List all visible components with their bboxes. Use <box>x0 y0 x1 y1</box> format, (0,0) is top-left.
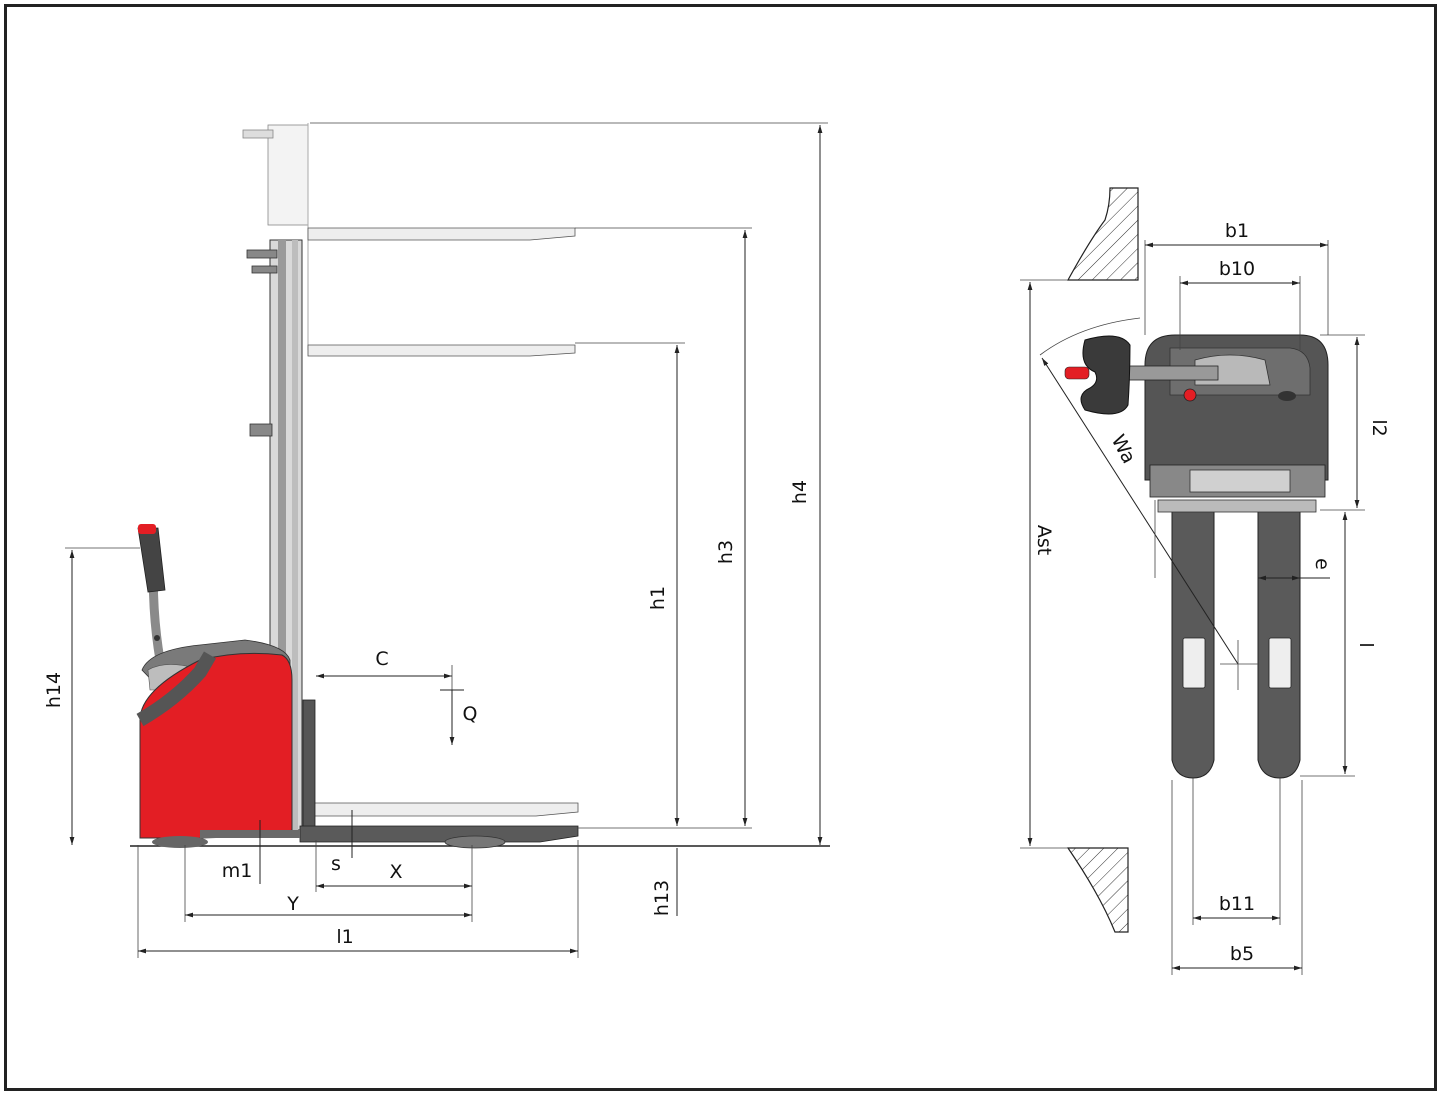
label-b11: b11 <box>1219 893 1255 915</box>
tiller <box>137 524 166 665</box>
label-b10: b10 <box>1219 258 1255 280</box>
label-b1: b1 <box>1225 220 1249 242</box>
label-l2: l2 <box>1368 419 1390 436</box>
label-wa: Wa <box>1107 431 1140 467</box>
drawing-frame <box>4 4 1437 1091</box>
dimensions-side <box>65 122 828 958</box>
label-h13: h13 <box>651 880 673 916</box>
dimensions-top <box>1027 240 1365 975</box>
truck-body <box>136 639 300 848</box>
label-h3: h3 <box>715 540 737 564</box>
side-view: h4 h3 h1 h13 h14 C Q m1 s X Y l1 <box>43 122 830 958</box>
label-h14: h14 <box>43 672 65 708</box>
label-h4: h4 <box>789 480 811 504</box>
label-ast: Ast <box>1033 525 1055 555</box>
wall-top <box>1066 187 1139 281</box>
label-e: e <box>1311 558 1333 570</box>
lowered-forks <box>299 825 579 843</box>
raised-forks <box>307 227 579 817</box>
label-l: l <box>1355 642 1377 647</box>
label-s: s <box>331 853 341 875</box>
forks-top <box>1157 499 1317 779</box>
label-l1: l1 <box>336 926 353 948</box>
label-y: Y <box>286 893 299 915</box>
label-m1: m1 <box>222 860 253 882</box>
label-b5: b5 <box>1230 943 1254 965</box>
top-view: b1 b10 l2 Wa Ast e l b11 b5 <box>1020 187 1390 975</box>
label-h1: h1 <box>647 586 669 610</box>
wall-bottom <box>1066 847 1129 933</box>
chassis-top <box>1144 334 1329 498</box>
fork-carriage <box>302 699 316 841</box>
label-c: C <box>375 648 388 670</box>
label-x: X <box>389 861 402 883</box>
load-wheel <box>444 835 506 849</box>
tiller-top <box>1064 335 1219 415</box>
label-q: Q <box>463 703 478 725</box>
